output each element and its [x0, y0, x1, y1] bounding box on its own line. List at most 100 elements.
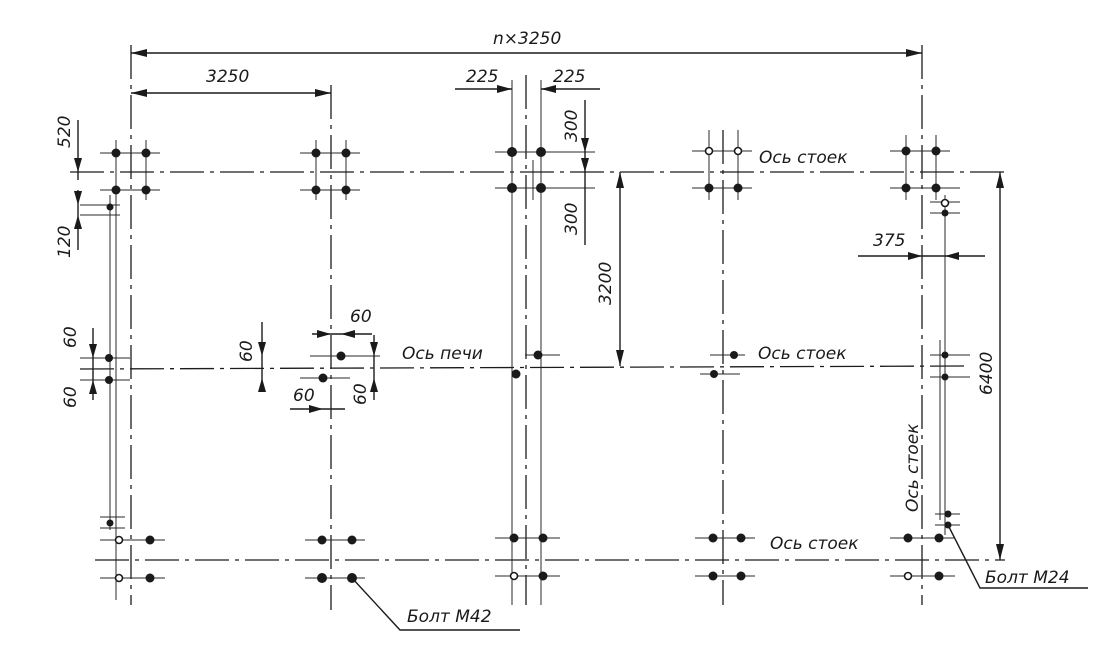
label-axis-top: Ось стоек: [759, 148, 848, 168]
bolt: [105, 376, 113, 384]
bolt: [145, 573, 155, 583]
arrow: [258, 342, 266, 356]
bolt: [730, 351, 738, 359]
bolt: [708, 571, 718, 581]
arrow: [906, 49, 922, 57]
arrow: [541, 85, 556, 93]
bolt: [114, 573, 124, 583]
label-axis-mid-right: Ось стоек: [758, 344, 847, 364]
bolt: [511, 369, 521, 379]
bolt: [311, 185, 321, 195]
bolt: [934, 571, 944, 581]
arrow: [89, 380, 97, 394]
bolt: [704, 183, 714, 193]
dim-text-60-v2: 60: [351, 383, 371, 405]
bolt: [903, 571, 913, 581]
bolt: [145, 535, 155, 545]
vertical-axes: [109, 45, 946, 610]
arrow: [258, 378, 266, 392]
label-axis-bottom: Ось стоек: [770, 534, 859, 554]
arrow: [497, 85, 512, 93]
dim-text-225-left: 225: [466, 67, 498, 87]
bolt: [311, 148, 321, 158]
bolt: [507, 183, 517, 193]
dim-text-300-top: 300: [562, 110, 582, 142]
bolt: [347, 535, 357, 545]
bolt: [901, 183, 911, 193]
bolt: [941, 209, 949, 217]
bolt: [536, 183, 546, 193]
bolt: [141, 185, 151, 195]
bolt: [318, 373, 328, 383]
label-bolt-m42: Болт М42: [407, 607, 492, 627]
dim-text-60-down: 60: [61, 386, 81, 408]
bolt: [931, 146, 941, 156]
bolt: [141, 148, 151, 158]
bolt: [944, 510, 952, 518]
bolt: [106, 203, 114, 211]
bolt: [317, 573, 327, 583]
bolt: [940, 198, 950, 208]
bolt: [941, 351, 949, 359]
bolt: [336, 351, 346, 361]
bolt: [708, 533, 718, 543]
arrow: [581, 138, 589, 152]
arrow: [581, 158, 589, 172]
horizontal-axes: [70, 150, 1010, 579]
bolts: [105, 146, 952, 583]
bolt: [733, 183, 743, 193]
bolt: [901, 146, 911, 156]
furnace-axis-line: [79, 365, 971, 370]
bolt: [341, 185, 351, 195]
bolt: [509, 533, 519, 543]
bolt: [114, 535, 124, 545]
arrow: [309, 405, 323, 413]
leader-m42: [351, 577, 520, 631]
dim-text-60-h2: 60: [293, 386, 315, 406]
bolt: [941, 373, 949, 381]
bolt: [736, 571, 746, 581]
dim-text-span: 3250: [206, 67, 249, 87]
arrow: [341, 330, 355, 338]
arrow: [616, 172, 624, 188]
bolt: [347, 573, 357, 583]
arrow: [908, 252, 922, 260]
arrow: [89, 344, 97, 358]
arrow: [315, 89, 331, 97]
dim-text-3200: 3200: [596, 262, 616, 305]
label-bolt-m24: Болт М24: [985, 568, 1070, 588]
dim-text-225-right: 225: [553, 67, 585, 87]
bolt: [931, 183, 941, 193]
dimension-lines: [74, 49, 1088, 631]
bolt: [507, 147, 517, 157]
bolt: [944, 521, 952, 529]
dimension-texts: n×3250 3250 225 225 300 300 520 120 60 6…: [55, 29, 997, 408]
bolt: [903, 533, 913, 543]
axis-labels: Ось стоек Ось печи Ось стоек Ось стоек О…: [402, 148, 1070, 627]
bolt: [538, 571, 548, 581]
bolt: [106, 519, 114, 527]
dim-text-300-bottom: 300: [562, 203, 582, 235]
bolt: [509, 571, 519, 581]
bolt: [934, 533, 944, 543]
bolt: [111, 148, 121, 158]
bolt: [317, 535, 327, 545]
dim-text-60-up: 60: [61, 326, 81, 348]
dim-text-60-h: 60: [350, 307, 372, 327]
arrow: [370, 378, 378, 392]
dim-text-60-v: 60: [237, 340, 257, 362]
arrow: [74, 158, 82, 172]
dim-text-520: 520: [55, 116, 75, 148]
dim-text-375: 375: [873, 231, 905, 251]
arrow: [996, 544, 1004, 560]
bolt: [111, 185, 121, 195]
bolt: [536, 147, 546, 157]
label-axis-furnace: Ось печи: [402, 344, 483, 364]
bolt: [736, 533, 746, 543]
bolt: [341, 148, 351, 158]
arrow: [370, 342, 378, 356]
arrow: [616, 350, 624, 366]
leader-m24: [947, 524, 1088, 589]
dim-text-overall: n×3250: [493, 29, 561, 49]
